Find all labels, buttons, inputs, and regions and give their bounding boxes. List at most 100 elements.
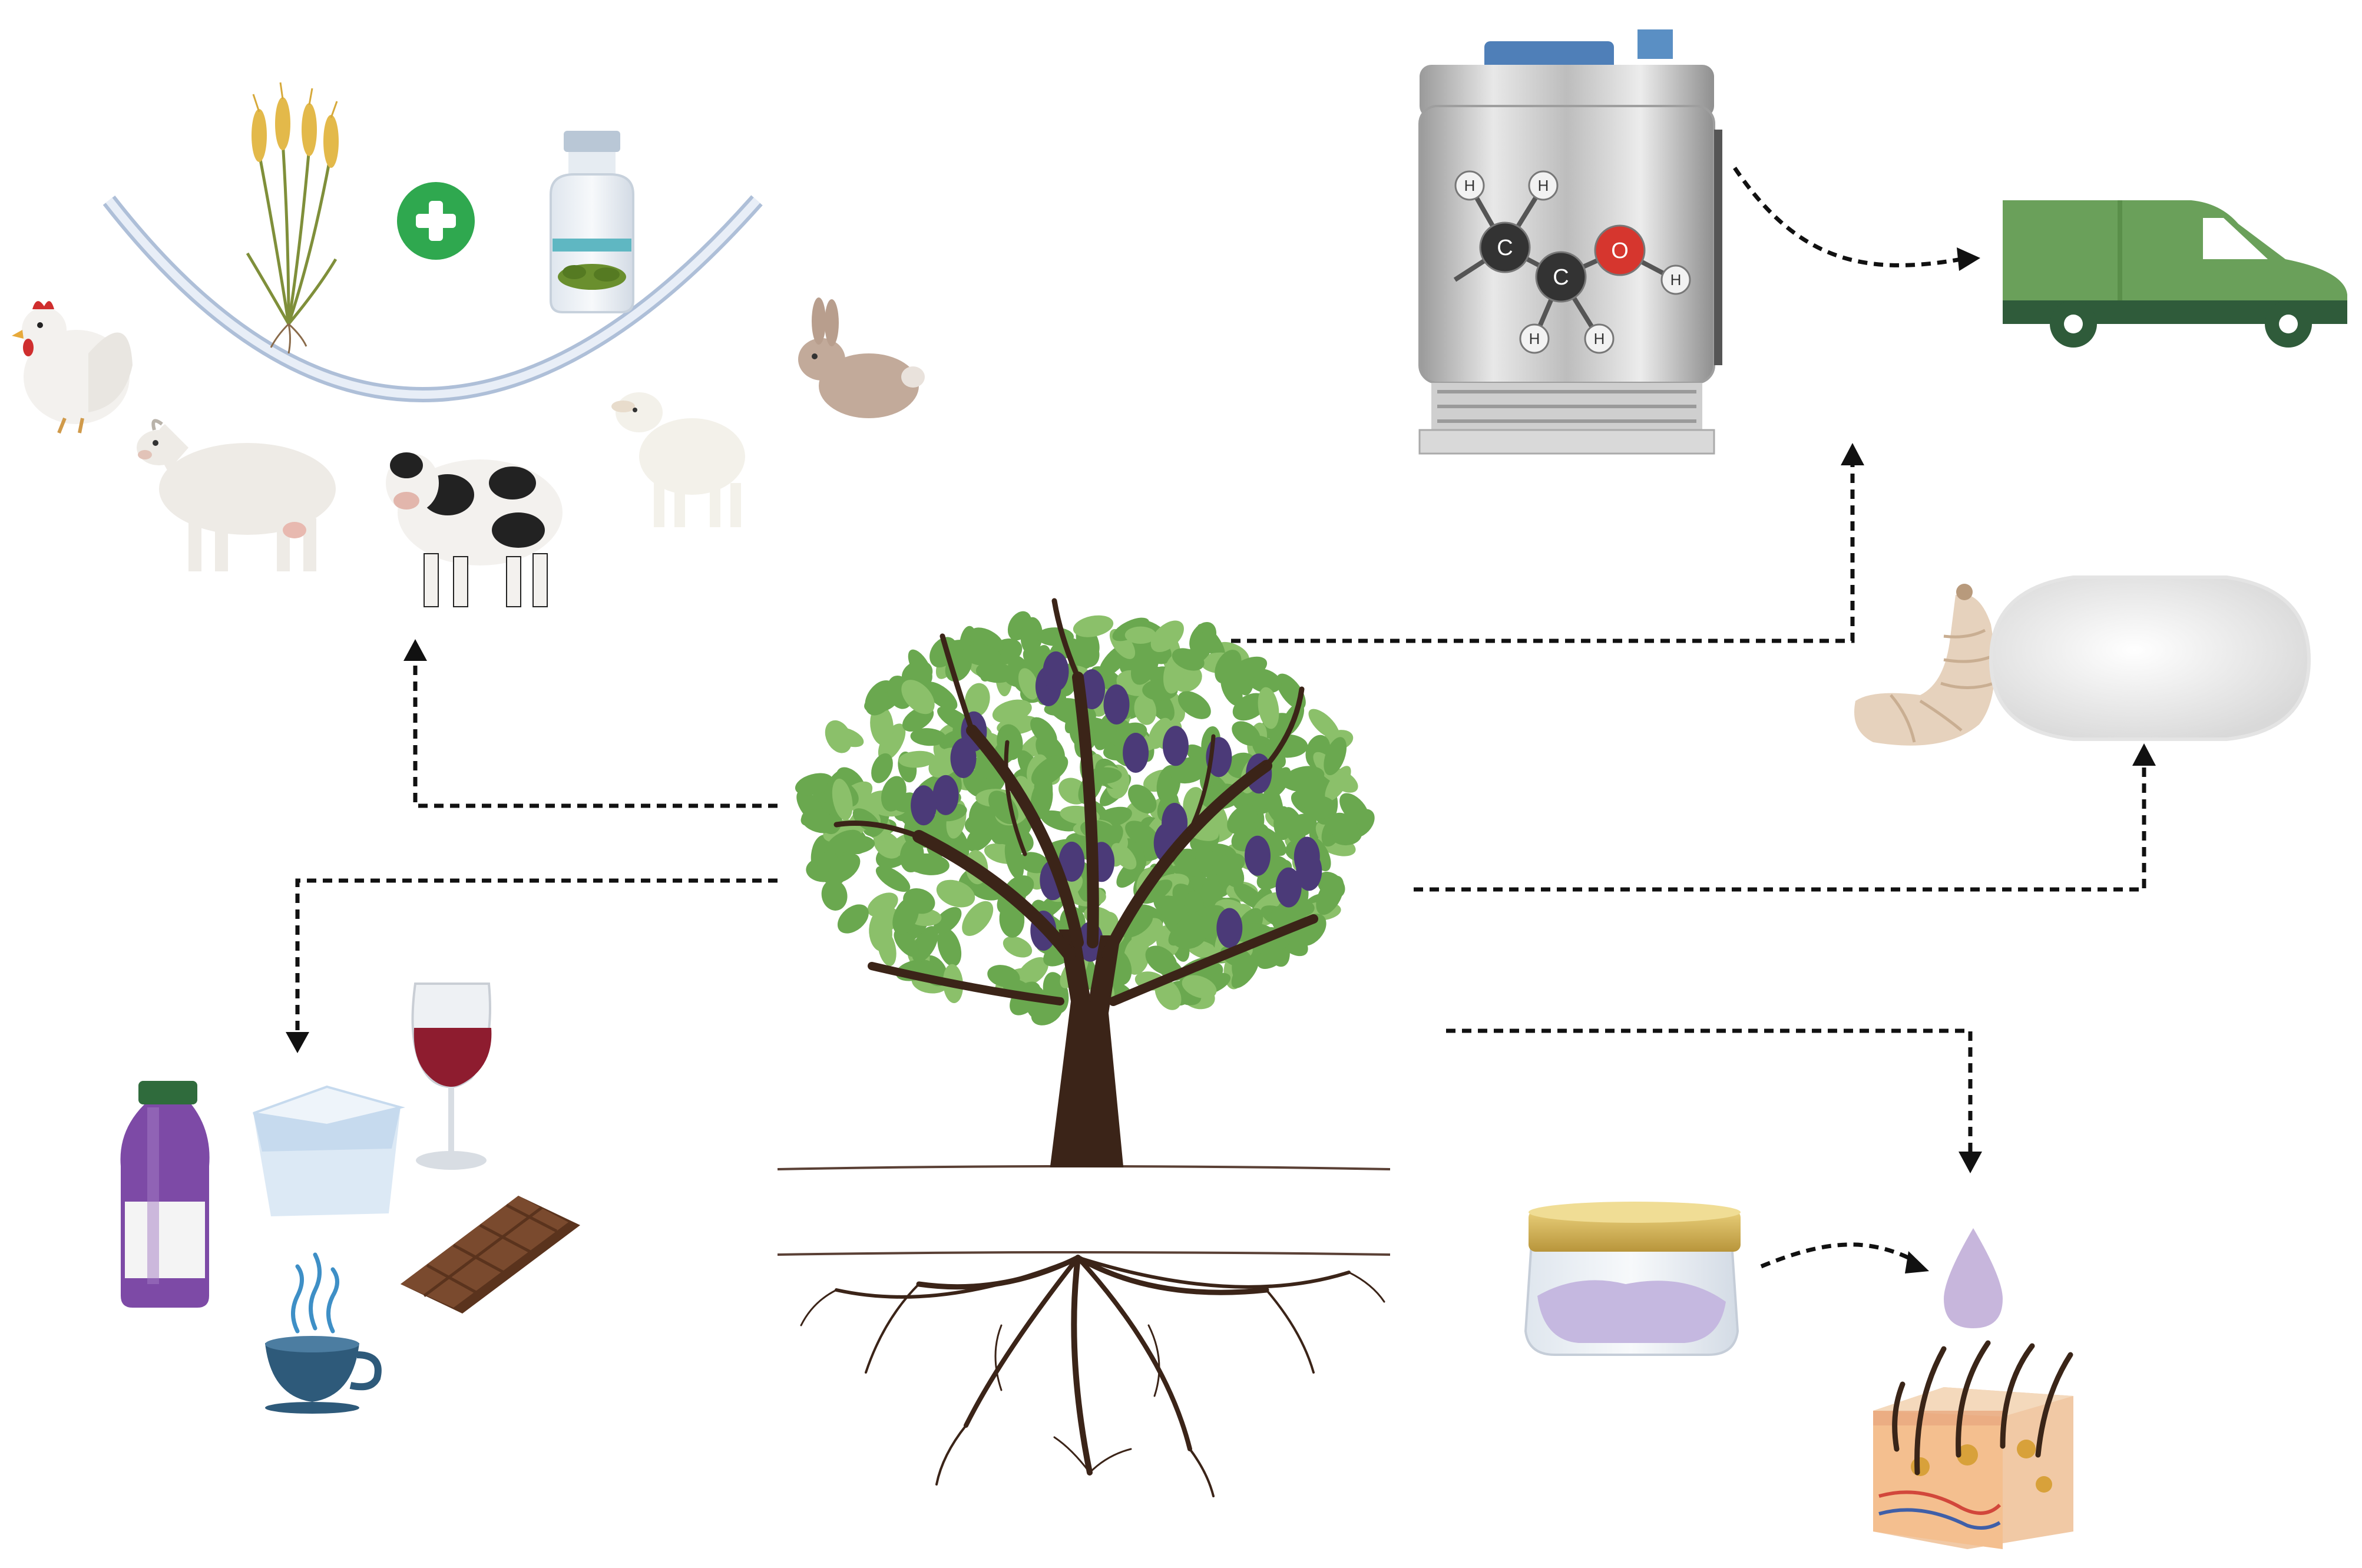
food-branch [120,983,580,1414]
goat-icon [137,419,336,571]
drop-icon [1944,1228,2003,1328]
tree-leaf [881,776,907,812]
hot-tea-cup-icon [265,1252,382,1414]
tree-leaf [1177,691,1211,719]
tree-leaf [964,683,990,717]
atom-label: H [1529,330,1540,348]
cream-jar-icon [1524,1202,1741,1356]
mulberry-fruit [932,775,959,815]
tree-leaf [1298,776,1324,809]
tree-leaf [821,879,848,911]
tree-leaf [962,644,1001,666]
tree-leaf [1215,650,1242,684]
atom-label: H [1594,330,1605,348]
sericulture-branch [1854,575,2311,746]
mulberry-fruit [1296,851,1322,891]
tree-leaf [801,809,837,833]
tree-leaf [1119,911,1153,938]
cosmetics-branch [1524,1202,2073,1549]
mulberry-fruit [1043,651,1069,692]
tree-leaf [1018,668,1039,700]
tree-leaf [1003,936,1033,958]
tree-leaf [1124,626,1156,644]
atom-label: H [1464,177,1476,194]
tree-leaf [898,750,936,768]
atom-h [1519,323,1550,354]
tree-leaf [894,929,919,957]
tree-leaf [1171,923,1206,950]
tree-leaf [899,838,924,873]
tree-leaf [936,879,975,908]
arrowhead-van [1957,247,1980,271]
tree-leaf [910,728,947,746]
arrow-tank-to-van [1733,167,1962,267]
tree-leaf [1125,821,1159,848]
tree-leaf [837,904,869,934]
tree-leaf [1182,975,1217,999]
tree-leaf [987,965,1020,988]
arrowhead-drop [1905,1251,1929,1273]
atom-o [1594,224,1646,276]
delivery-van-icon [2003,200,2347,348]
tree-leaf [1018,852,1049,874]
arrowheads [286,247,2156,1273]
mulberry-fruit [950,738,977,778]
mulberry-fruit [1123,733,1149,773]
arrow-to-feed [413,654,778,808]
arrowhead-food [286,1032,309,1053]
tree-leaf [1139,879,1173,904]
atom-h [1660,264,1691,295]
tree-leaf [937,928,962,967]
tree-leaf [962,901,994,936]
atom-label: H [1670,271,1682,289]
dashed-arrows [295,167,2146,1269]
chocolate-bar-icon [401,1196,580,1314]
arrowhead-feed [403,639,427,661]
tree-leaf [1316,875,1344,915]
tree-leaf [975,661,1014,683]
tree-leaf [870,907,899,934]
tree-leaf [1220,672,1243,706]
mulberry-fruit [1162,803,1188,843]
arrow-to-food [295,878,778,1040]
rabbit-icon [798,297,925,418]
arrow-to-sericulture [1414,760,2146,892]
tree-leaf [934,907,962,934]
tree-leaf [1145,945,1177,975]
tree-leaf [1339,793,1369,825]
tree-leaf [968,798,993,831]
mulberry-fruit [1245,835,1271,876]
tree-leaf [1258,687,1279,729]
mulberry-fruit [1216,908,1243,948]
silkworm-icon [1854,584,1995,746]
skin-section-icon [1873,1340,2073,1549]
tree-leaf [1128,784,1157,813]
atom-h [1454,170,1485,201]
silk-cocoon-icon [1989,575,2311,741]
mulberry-tree-icon [777,598,1391,1497]
tree-leaf [1134,694,1157,725]
mulberry-fruit [1275,867,1302,908]
tree-leaf [1219,856,1245,888]
tree-leaf [1308,709,1339,739]
mulberry-fruit [911,785,937,826]
tree-leaf [1150,620,1184,653]
tree-leaf [1034,770,1053,809]
tree-leaf [1189,630,1216,664]
juice-bottle-icon [120,1081,210,1308]
yogurt-cup-icon [253,1085,405,1216]
tree-leaf [1231,955,1259,988]
wine-glass-icon [411,983,492,1170]
cow-icon [386,452,563,607]
tree-leaf [901,680,935,714]
tree-leaf [878,723,906,761]
tree-trunk [833,598,1318,1167]
tree-leaf [875,866,911,892]
tree-leaf [1325,766,1351,801]
arrowhead-cosmetics [1959,1152,1982,1173]
tree-leaf [1073,637,1100,667]
mulberry-fruit [1162,726,1189,766]
tree-leaf [1030,717,1057,746]
